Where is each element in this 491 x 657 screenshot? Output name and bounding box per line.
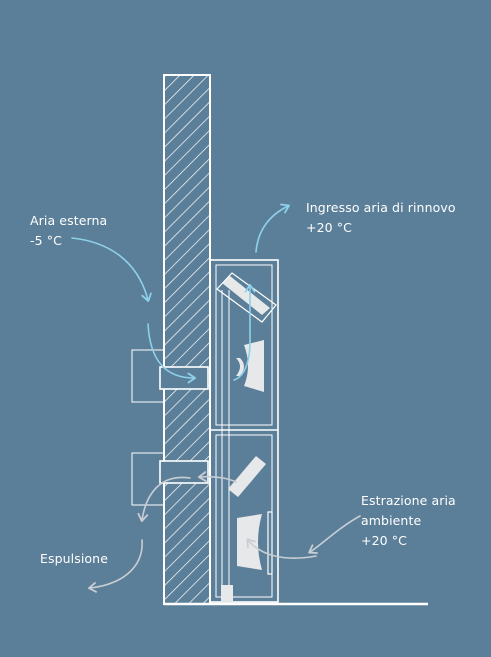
- outside-air-temp: -5 °C: [30, 233, 62, 248]
- exhaust-title: Espulsione: [40, 551, 108, 566]
- room-air-extraction-title: Estrazione aria: [361, 493, 456, 508]
- unit-inner-top: [215, 264, 273, 426]
- lower-fan: [237, 511, 273, 575]
- unit-casing: [209, 259, 279, 603]
- unit-base-foot: [221, 585, 233, 601]
- top-filter: [222, 276, 270, 315]
- fresh-air-intake-temp: +20 °C: [306, 220, 352, 235]
- lower-filter: [228, 456, 266, 497]
- exhaust-label: Espulsione: [40, 549, 108, 569]
- unit-inner-bottom: [215, 434, 273, 598]
- room-air-extraction-label: Estrazione aria ambiente +20 °C: [361, 491, 456, 551]
- lower-duct: [159, 460, 209, 484]
- fresh-air-flow: [71, 203, 290, 384]
- room-air-extraction-temp: +20 °C: [361, 533, 407, 548]
- exhaust-air-flow: [87, 471, 361, 593]
- upper-bracket: [131, 349, 164, 403]
- outside-air-label: Aria esterna -5 °C: [30, 211, 107, 251]
- fresh-air-intake-label: Ingresso aria di rinnovo +20 °C: [306, 198, 456, 238]
- outside-air-title: Aria esterna: [30, 213, 108, 228]
- fresh-air-intake-title: Ingresso aria di rinnovo: [306, 200, 456, 215]
- room-air-extraction-title2: ambiente: [361, 513, 422, 528]
- wall: [163, 74, 211, 605]
- lower-bracket: [131, 452, 164, 506]
- top-filter-frame: [216, 272, 277, 323]
